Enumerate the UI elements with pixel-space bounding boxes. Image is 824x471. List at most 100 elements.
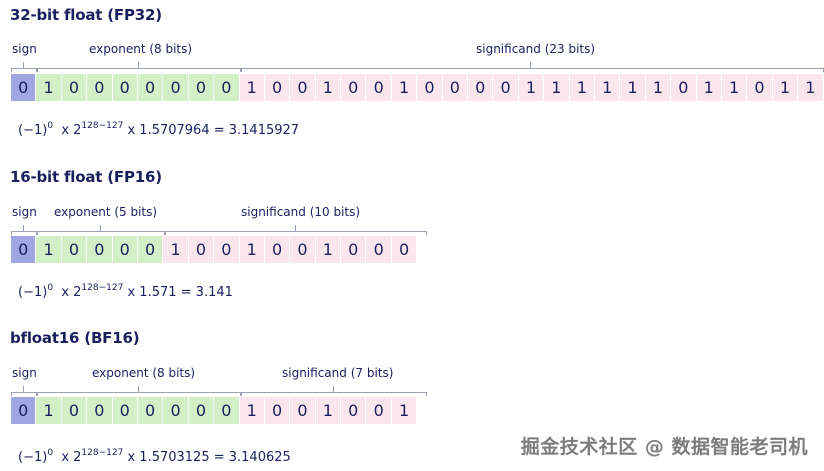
significand-bit: 1 xyxy=(239,74,265,101)
formula-power: 128−127 xyxy=(81,448,124,458)
significand-bit: 0 xyxy=(366,236,392,263)
sign-bracket xyxy=(11,392,37,396)
significand-bit: 0 xyxy=(341,236,367,263)
significand-bit: 1 xyxy=(594,74,621,101)
significand-bit: 0 xyxy=(188,236,215,263)
significand-bit: 1 xyxy=(645,74,672,101)
significand-bit: 0 xyxy=(493,74,519,101)
significand-bit: 0 xyxy=(417,74,443,101)
significand-bit: 0 xyxy=(290,397,316,424)
significand-label: significand (10 bits) xyxy=(241,205,361,219)
formula-tail: x 1.5707964 = 3.1415927 xyxy=(127,123,300,138)
exponent-label: exponent (8 bits) xyxy=(92,366,196,380)
significand-bit: 1 xyxy=(569,74,595,101)
exponent-bit: 0 xyxy=(61,397,88,424)
significand-bit: 0 xyxy=(264,397,291,424)
exponent-label: exponent (8 bits) xyxy=(89,42,193,56)
formula-sign-exponent: 0 xyxy=(47,121,54,131)
significand-bit: 1 xyxy=(696,74,722,101)
significand-bit: 1 xyxy=(391,397,418,424)
significand-bit: 0 xyxy=(264,236,291,263)
significand-bit: 1 xyxy=(721,74,748,101)
sign-bit: 0 xyxy=(11,397,37,424)
significand-bracket xyxy=(241,392,427,396)
formula: (−1)0 x 2128−127 x 1.5703125 = 3.140625 xyxy=(18,448,291,466)
sign-tick xyxy=(23,386,24,392)
formula-base: (−1) xyxy=(18,450,48,465)
significand-bracket xyxy=(241,68,824,72)
exponent-bit: 0 xyxy=(214,397,240,424)
section-title: 32-bit float (FP32) xyxy=(10,6,162,24)
significand-bit: 0 xyxy=(366,397,392,424)
sign-bit: 0 xyxy=(11,236,37,263)
exponent-label: exponent (5 bits) xyxy=(54,205,158,219)
exponent-bit: 1 xyxy=(36,74,62,101)
sign-bracket xyxy=(11,231,37,235)
significand-bit: 0 xyxy=(341,397,367,424)
sign-bracket xyxy=(11,68,37,72)
formula: (−1)0 x 2128−127 x 1.571 = 3.141 xyxy=(18,283,233,301)
significand-bit: 0 xyxy=(747,74,773,101)
exponent-bit: 0 xyxy=(188,397,215,424)
significand-tick xyxy=(530,62,531,68)
significand-bit: 1 xyxy=(315,397,342,424)
significand-bit: 0 xyxy=(264,74,291,101)
significand-bit: 0 xyxy=(671,74,697,101)
significand-bit: 1 xyxy=(798,74,824,101)
exponent-bit: 0 xyxy=(112,74,138,101)
exponent-bit: 0 xyxy=(137,74,164,101)
exponent-bracket xyxy=(37,231,165,235)
exponent-bit: 0 xyxy=(61,74,88,101)
exponent-tick xyxy=(100,225,101,231)
exponent-bit: 0 xyxy=(214,74,240,101)
exponent-bit: 0 xyxy=(61,236,88,263)
significand-bit: 1 xyxy=(518,74,545,101)
formula-power: 128−127 xyxy=(81,121,124,131)
exponent-tick xyxy=(138,62,139,68)
significand-bit: 1 xyxy=(391,74,418,101)
exponent-tick xyxy=(138,386,139,392)
significand-bit: 1 xyxy=(772,74,799,101)
formula-mid: x 2 xyxy=(61,450,82,465)
significand-bit: 1 xyxy=(315,236,342,263)
sign-label: sign xyxy=(12,42,37,56)
formula-sign-exponent: 0 xyxy=(47,448,54,458)
significand-bit: 0 xyxy=(468,74,494,101)
significand-bit: 1 xyxy=(544,74,570,101)
exponent-bit: 1 xyxy=(36,397,62,424)
exponent-bit: 0 xyxy=(163,397,189,424)
exponent-bit: 1 xyxy=(36,236,62,263)
formula-base: (−1) xyxy=(18,285,48,300)
exponent-bit: 0 xyxy=(87,236,113,263)
sign-tick xyxy=(23,62,24,68)
section-title: 16-bit float (FP16) xyxy=(10,168,162,186)
exponent-bit: 0 xyxy=(87,397,113,424)
exponent-bit: 0 xyxy=(163,74,189,101)
significand-bit: 1 xyxy=(239,397,265,424)
exponent-bit: 0 xyxy=(87,74,113,101)
significand-bit: 0 xyxy=(290,236,316,263)
exponent-bit: 0 xyxy=(137,236,164,263)
formula-tail: x 1.571 = 3.141 xyxy=(127,285,233,300)
significand-tick xyxy=(295,225,296,231)
significand-bit: 1 xyxy=(163,236,189,263)
watermark: 掘金技术社区 @ 数据智能老司机 xyxy=(520,436,808,458)
sign-label: sign xyxy=(12,366,37,380)
sign-bit: 0 xyxy=(11,74,37,101)
significand-bit: 0 xyxy=(391,236,418,263)
significand-bit: 1 xyxy=(315,74,342,101)
significand-bit: 0 xyxy=(290,74,316,101)
significand-label: significand (23 bits) xyxy=(476,42,596,56)
significand-bit: 0 xyxy=(341,74,367,101)
formula-sign-exponent: 0 xyxy=(47,283,54,293)
significand-label: significand (7 bits) xyxy=(282,366,394,380)
exponent-bit: 0 xyxy=(112,236,138,263)
exponent-bracket xyxy=(37,392,241,396)
significand-tick xyxy=(333,386,334,392)
formula-base: (−1) xyxy=(18,123,48,138)
formula: (−1)0 x 2128−127 x 1.5707964 = 3.1415927 xyxy=(18,121,300,139)
significand-bracket xyxy=(165,231,427,235)
sign-tick xyxy=(23,225,24,231)
